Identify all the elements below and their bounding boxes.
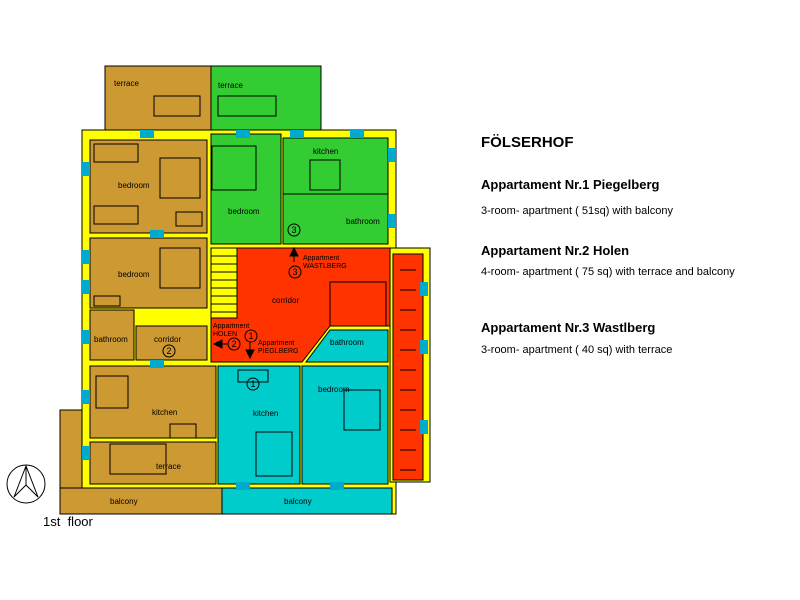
stairs-left bbox=[210, 247, 238, 319]
label-corridor-main: corridor bbox=[272, 296, 299, 305]
label-door-wastlberg-2: WASTLBERG bbox=[303, 263, 347, 270]
corridor-small bbox=[135, 325, 208, 361]
marker-3a: 3 bbox=[291, 225, 296, 235]
label-kitchen-green: kitchen bbox=[313, 147, 338, 156]
label-bedroom-left-1: bedroom bbox=[118, 181, 150, 190]
terrace-bottom bbox=[89, 441, 217, 485]
label-door-piegelberg-2: PIEGLBERG bbox=[258, 348, 298, 355]
bedroom-cyan bbox=[301, 365, 389, 485]
balcony-left bbox=[59, 487, 223, 515]
label-bathroom-left: bathroom bbox=[94, 335, 128, 344]
bathroom-left bbox=[89, 309, 135, 361]
bathroom-cyan bbox=[305, 329, 389, 363]
bedroom-left-1 bbox=[89, 139, 208, 234]
label-bathroom-cyan: bathroom bbox=[330, 338, 364, 347]
apartment-1-name: Appartament Nr.1 Piegelberg bbox=[481, 177, 660, 192]
north-arrow-icon bbox=[6, 464, 46, 504]
corridor-main bbox=[210, 247, 391, 363]
label-kitchen-cyan: kitchen bbox=[253, 409, 278, 418]
floor-label: 1st floor bbox=[43, 514, 93, 529]
marker-2b: 2 bbox=[231, 339, 236, 349]
label-door-wastlberg-1: Appartment bbox=[303, 255, 339, 262]
label-door-piegelberg-1: Appartment bbox=[258, 340, 294, 347]
terrace-top-right bbox=[210, 65, 322, 133]
kitchen-left bbox=[89, 365, 217, 439]
building-title: FÖLSERHOF bbox=[481, 134, 574, 151]
apartment-3-description: 3-room- apartment ( 40 sq) with terrace bbox=[481, 344, 673, 356]
label-bedroom-green: bedroom bbox=[228, 207, 260, 216]
apartment-3-name: Appartament Nr.3 Wastlberg bbox=[481, 320, 656, 335]
label-bedroom-left-2: bedroom bbox=[118, 270, 150, 279]
storage-red bbox=[329, 281, 387, 327]
unit-markers bbox=[162, 223, 302, 391]
apartment-1-description: 3-room- apartment ( 51sq) with balcony bbox=[481, 205, 673, 217]
marker-3b: 3 bbox=[292, 267, 297, 277]
label-kitchen-left: kitchen bbox=[152, 408, 177, 417]
balcony-right bbox=[221, 487, 393, 515]
label-balcony-right: balcony bbox=[284, 497, 312, 506]
marker-2a: 2 bbox=[166, 346, 171, 356]
label-balcony-left: balcony bbox=[110, 497, 138, 506]
label-terrace-top-left: terrace bbox=[114, 79, 139, 88]
marker-1b: 1 bbox=[250, 379, 255, 389]
label-bathroom-green: bathroom bbox=[346, 217, 380, 226]
label-door-holen-2: HOLEN bbox=[213, 331, 237, 338]
label-door-holen-1: Appartment bbox=[213, 323, 249, 330]
label-terrace-top-right: terrace bbox=[218, 81, 243, 90]
furniture bbox=[93, 95, 381, 477]
label-corridor-small: corridor bbox=[154, 335, 181, 344]
stairs-right bbox=[400, 269, 416, 471]
marker-1a: 1 bbox=[248, 331, 253, 341]
label-terrace-bottom: terrace bbox=[156, 462, 181, 471]
terrace-top-left bbox=[104, 65, 212, 133]
kitchen-green bbox=[282, 137, 389, 195]
windows bbox=[82, 130, 428, 490]
apartment-2-description: 4-room- apartment ( 75 sq) with terrace … bbox=[481, 266, 735, 278]
bathroom-green bbox=[282, 193, 389, 245]
apartment-2-name: Appartament Nr.2 Holen bbox=[481, 243, 630, 258]
bedroom-green bbox=[210, 133, 282, 245]
label-bedroom-cyan: bedroom bbox=[318, 385, 350, 394]
door-arrows bbox=[212, 246, 299, 360]
stairwell-right bbox=[392, 253, 424, 481]
